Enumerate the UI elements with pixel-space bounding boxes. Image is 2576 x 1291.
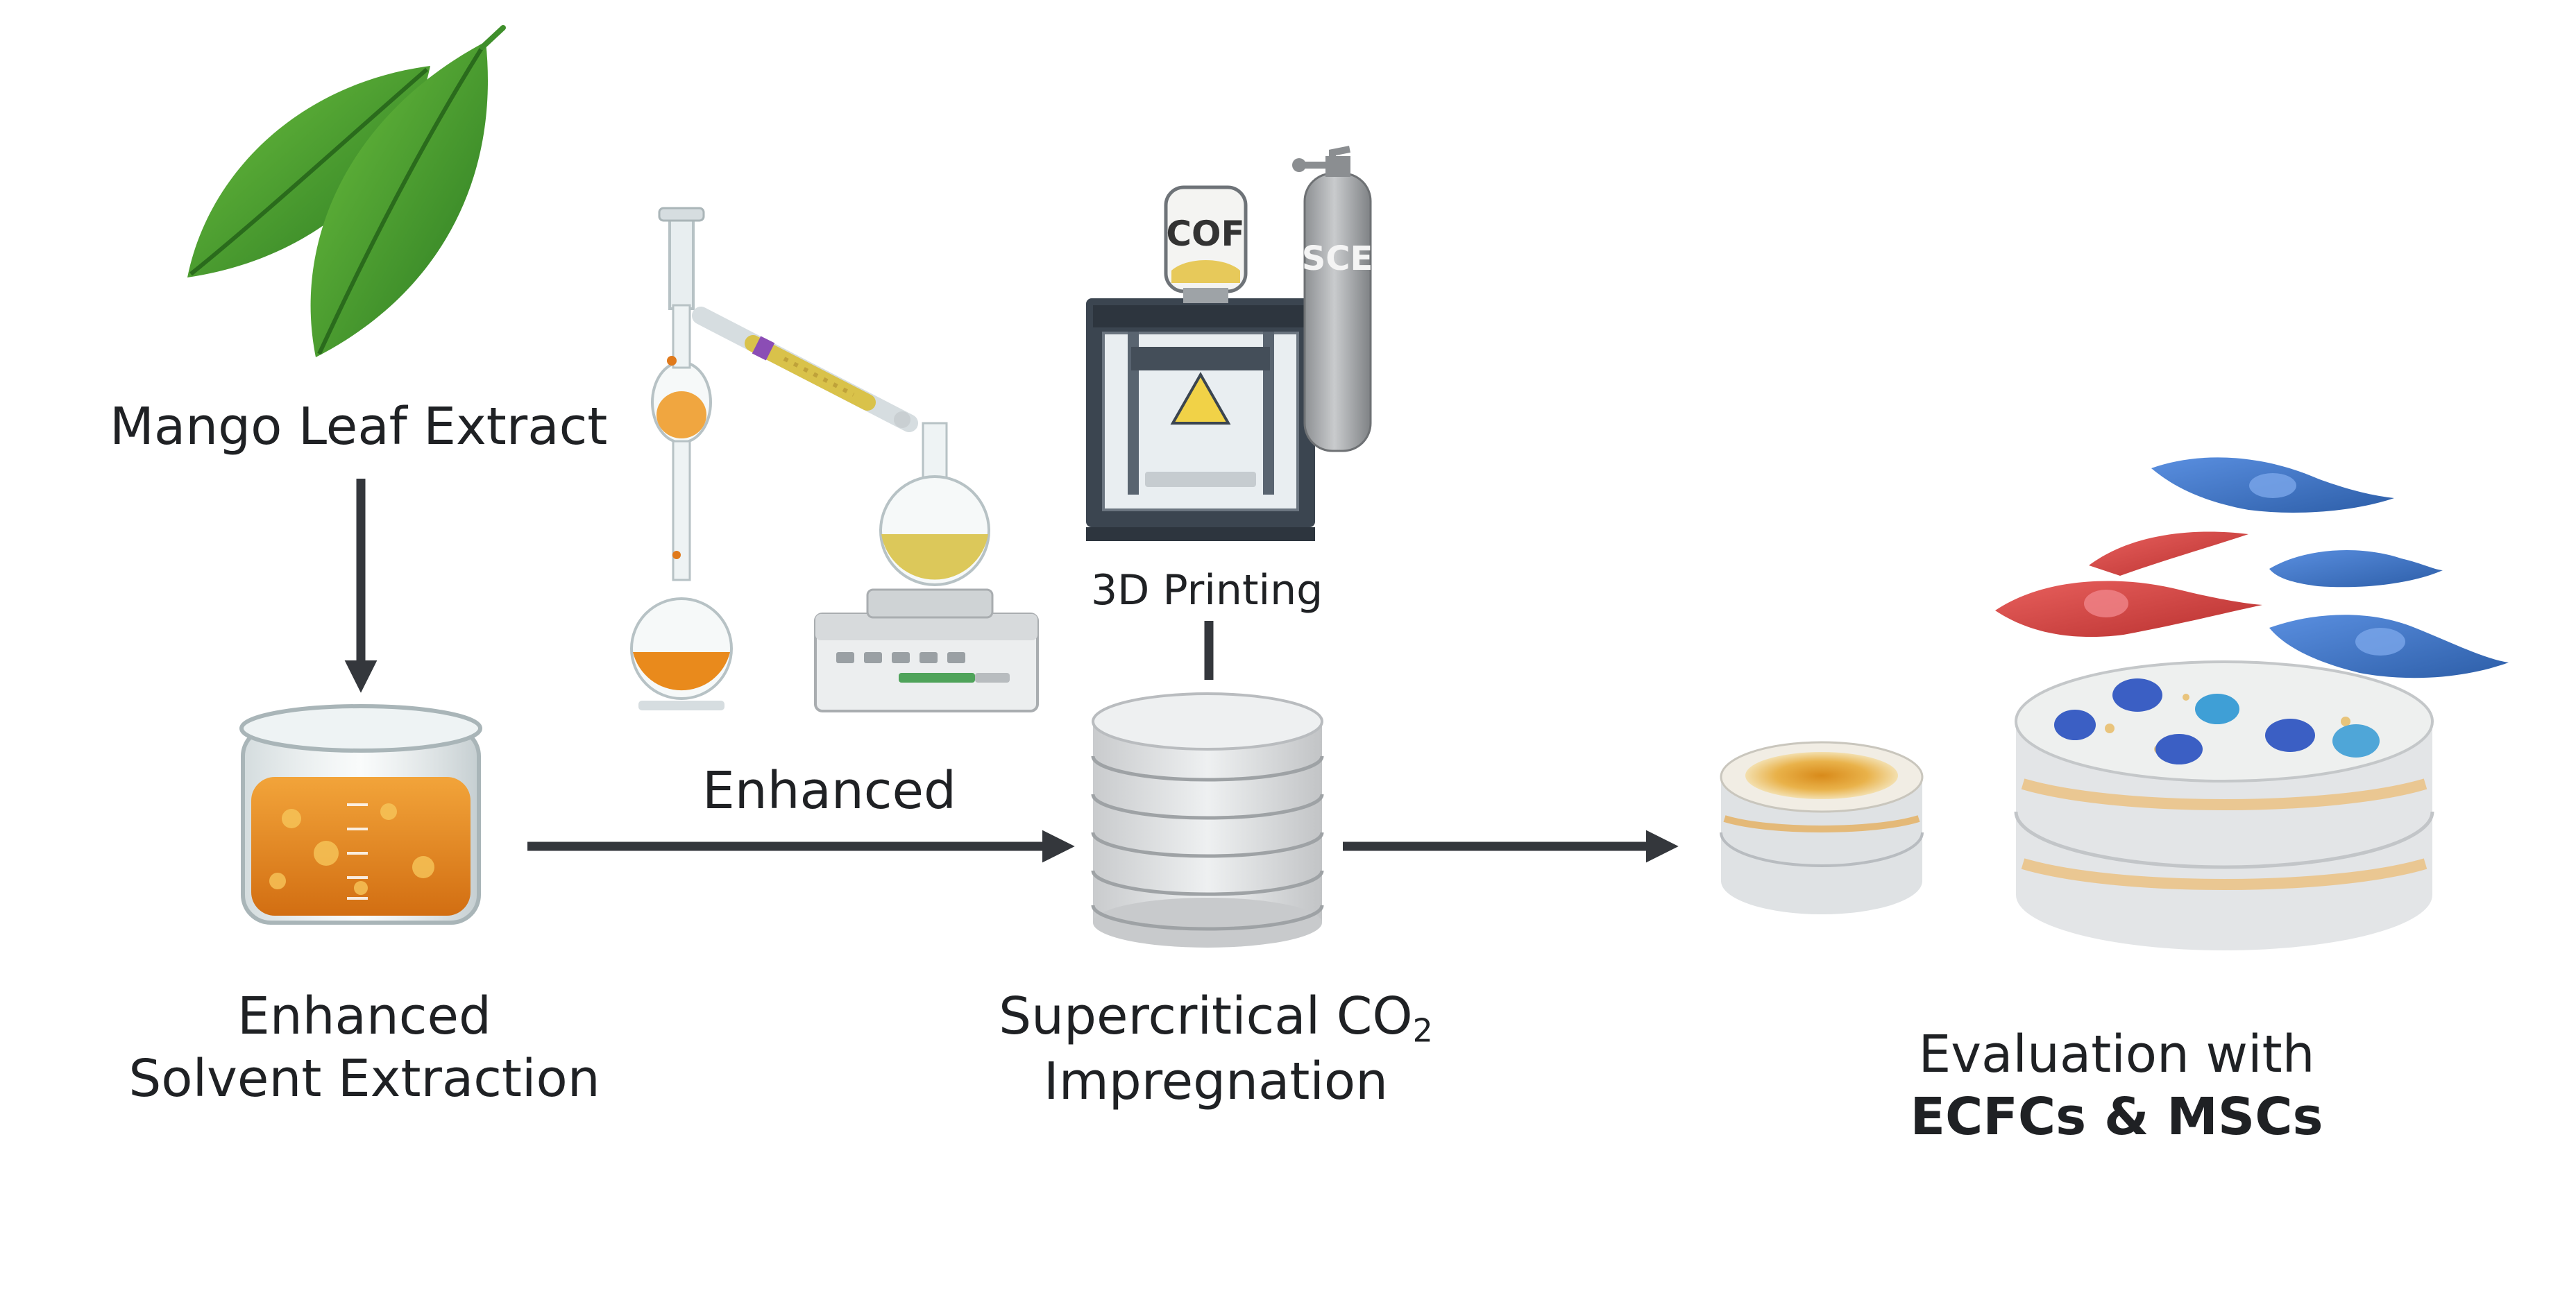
seeded-cells <box>2054 678 2380 764</box>
evaluation-label: Evaluation with ECFCs & MSCs <box>1910 1023 2323 1149</box>
evaluation-line1: Evaluation with <box>1918 1025 2315 1084</box>
solvent-extraction-line1: Enhanced <box>237 986 491 1046</box>
msc-cells-red <box>1995 531 2262 638</box>
supercritical-co2-label: Supercritical CO2 Impregnation <box>999 985 1433 1113</box>
arrow-enhanced-label: Enhanced <box>702 761 956 821</box>
mango-leaf-icon <box>187 25 506 357</box>
cof-label: COF <box>1166 214 1245 254</box>
sce-label: SCE <box>1301 239 1373 278</box>
beaker-icon <box>239 704 482 925</box>
co2-subscript: 2 <box>1412 1011 1433 1050</box>
ecfc-cells-blue <box>2151 457 2509 678</box>
mango-leaf-extract-label: Mango Leaf Extract <box>110 397 608 456</box>
supercritical-co2-line2: Impregnation <box>1043 1052 1389 1112</box>
supercritical-co2-line1: Supercritical CO2 <box>999 985 1433 1050</box>
solvent-extraction-label: Enhanced Solvent Extraction <box>128 985 600 1111</box>
small-scaffold-icon <box>1720 741 1924 914</box>
sce-cylinder-icon <box>1292 146 1372 452</box>
3d-printing-label: 3D Printing <box>1091 566 1323 615</box>
large-scaffold-icon <box>2014 660 2434 950</box>
supercritical-co2-prefix: Supercritical CO <box>999 986 1413 1046</box>
evaluation-line2: ECFCs & MSCs <box>1910 1087 2323 1147</box>
cof-cartridge-icon <box>1164 185 1248 303</box>
3d-printer-icon <box>1086 298 1315 541</box>
scaffold-stack-icon <box>1091 692 1324 948</box>
extraction-apparatus-icon <box>630 207 1039 712</box>
solvent-extraction-line2: Solvent Extraction <box>128 1049 600 1109</box>
